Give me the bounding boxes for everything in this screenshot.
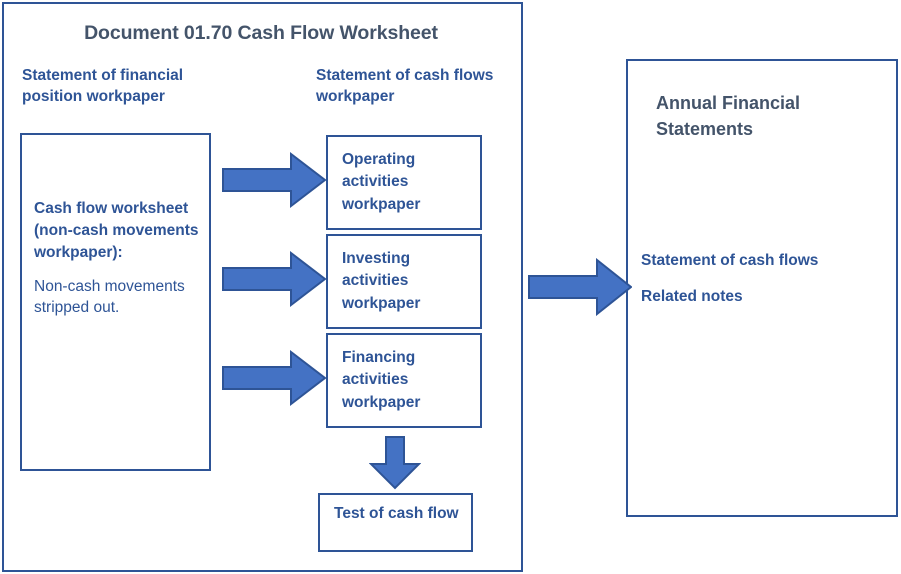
afs-line-statement-of-cash-flows: Statement of cash flows: [641, 252, 819, 269]
page-title: Document 01.70 Cash Flow Worksheet: [84, 22, 438, 44]
column-heading-cash-flows: Statement of cash flows workpaper: [316, 67, 494, 105]
financing-activities-workpaper-label: Financing activities workpaper: [342, 349, 421, 411]
arrow-right-to-financing-icon: [222, 350, 326, 406]
operating-activities-workpaper-label: Operating activities workpaper: [342, 151, 421, 213]
test-of-cash-flow-box[interactable]: Test of cash flow: [318, 493, 473, 552]
arrow-right-to-investing-icon: [222, 251, 326, 307]
arrow-down-to-test-of-cash-flow-icon: [369, 436, 421, 490]
column-heading-financial-position: Statement of financial position workpape…: [22, 67, 184, 105]
annual-financial-statements-box[interactable]: Annual Financial Statements Statement of…: [626, 59, 898, 517]
investing-activities-workpaper-label: Investing activities workpaper: [342, 250, 421, 312]
arrow-right-to-operating-icon: [222, 152, 326, 208]
cash-flow-worksheet-content: Cash flow worksheet (non-cash movements …: [34, 198, 199, 319]
operating-activities-workpaper-box[interactable]: Operating activities workpaper: [326, 135, 482, 230]
afs-line-related-notes: Related notes: [641, 288, 743, 306]
annual-financial-statements-content: Statement of cash flows Related notes: [641, 251, 884, 307]
test-of-cash-flow-label: Test of cash flow: [334, 505, 459, 522]
cash-flow-worksheet-note: Non-cash movements stripped out.: [34, 278, 185, 316]
cash-flow-worksheet-title: Cash flow worksheet (non-cash movements …: [34, 200, 199, 261]
arrow-right-to-annual-financial-statements-icon: [528, 258, 632, 316]
annual-financial-statements-title: Annual Financial Statements: [656, 93, 801, 140]
cash-flow-worksheet-box[interactable]: Cash flow worksheet (non-cash movements …: [20, 133, 211, 471]
investing-activities-workpaper-box[interactable]: Investing activities workpaper: [326, 234, 482, 329]
financing-activities-workpaper-box[interactable]: Financing activities workpaper: [326, 333, 482, 428]
